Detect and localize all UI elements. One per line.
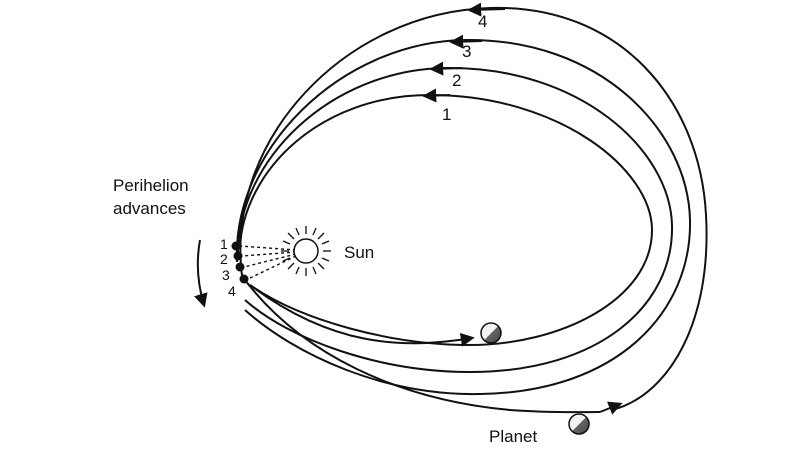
planet-icon-2 [568, 413, 590, 435]
perihelion-advances-line2: advances [113, 199, 186, 218]
sun-line-4 [247, 255, 297, 280]
orbit-4-top-arrow [467, 2, 506, 17]
perihelion-label-3: 3 [222, 267, 230, 283]
perihelion-advances-line1: Perihelion [113, 176, 189, 195]
orbit-label-1: 1 [442, 105, 451, 124]
orbit-1-path [239, 93, 654, 347]
perihelion-point-3 [235, 262, 245, 272]
perihelion-advance-arrow [194, 239, 208, 308]
orbits [235, 2, 708, 415]
sun-perihelion-lines [239, 245, 297, 280]
perihelion-point-1 [231, 241, 241, 251]
orbit-label-2: 2 [452, 71, 461, 90]
sun-line-1 [239, 245, 297, 251]
perihelion-label-2: 2 [220, 251, 228, 267]
orbit-2-path [237, 66, 674, 374]
orbit-number-labels: 4 3 2 1 [442, 12, 487, 124]
planet-icon-1 [480, 322, 502, 344]
orbit-3-top-arrow [449, 34, 483, 49]
perihelion-number-labels: 1 2 3 4 [220, 236, 236, 299]
orbit-1-top-arrow [422, 88, 451, 103]
orbit-2-top-arrow [429, 61, 463, 76]
planet-label: Planet [489, 427, 537, 446]
orbit-label-4: 4 [478, 12, 487, 31]
orbit-4-path [239, 6, 708, 411]
sun-line-3 [243, 253, 297, 268]
orbit-3-path [235, 38, 692, 396]
orbit-1-return-arrow [249, 284, 475, 347]
sun-label: Sun [344, 243, 374, 262]
orbit-4-lower-tail [241, 275, 601, 414]
orbit-4-end-arrow [599, 401, 623, 415]
orbit-label-3: 3 [462, 42, 471, 61]
perihelion-point-2 [233, 251, 243, 261]
perihelion-label-4: 4 [228, 283, 236, 299]
perihelion-label-1: 1 [220, 236, 228, 252]
sun-icon [281, 226, 331, 276]
perihelion-point-4 [239, 274, 249, 284]
perihelion-points [231, 241, 249, 284]
